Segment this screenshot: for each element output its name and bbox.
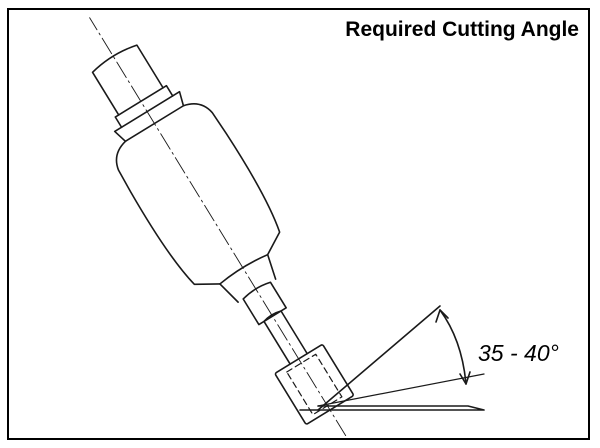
tool-centerline — [89, 17, 347, 437]
angle-reference-line — [317, 305, 441, 411]
angle-label: 35 - 40° — [478, 340, 559, 366]
angle-dimension-arc — [439, 309, 467, 385]
collet-nut — [242, 281, 287, 326]
diagram-frame: Required Cutting Angle — [7, 8, 590, 440]
tool-body — [115, 103, 281, 286]
tool-collar — [113, 90, 185, 143]
tool-neck — [219, 253, 277, 303]
workpiece-bar — [317, 405, 485, 411]
angle-baseline — [317, 373, 485, 407]
tool-rear-cap — [91, 44, 164, 116]
diagram-title: Required Cutting Angle — [345, 18, 579, 41]
